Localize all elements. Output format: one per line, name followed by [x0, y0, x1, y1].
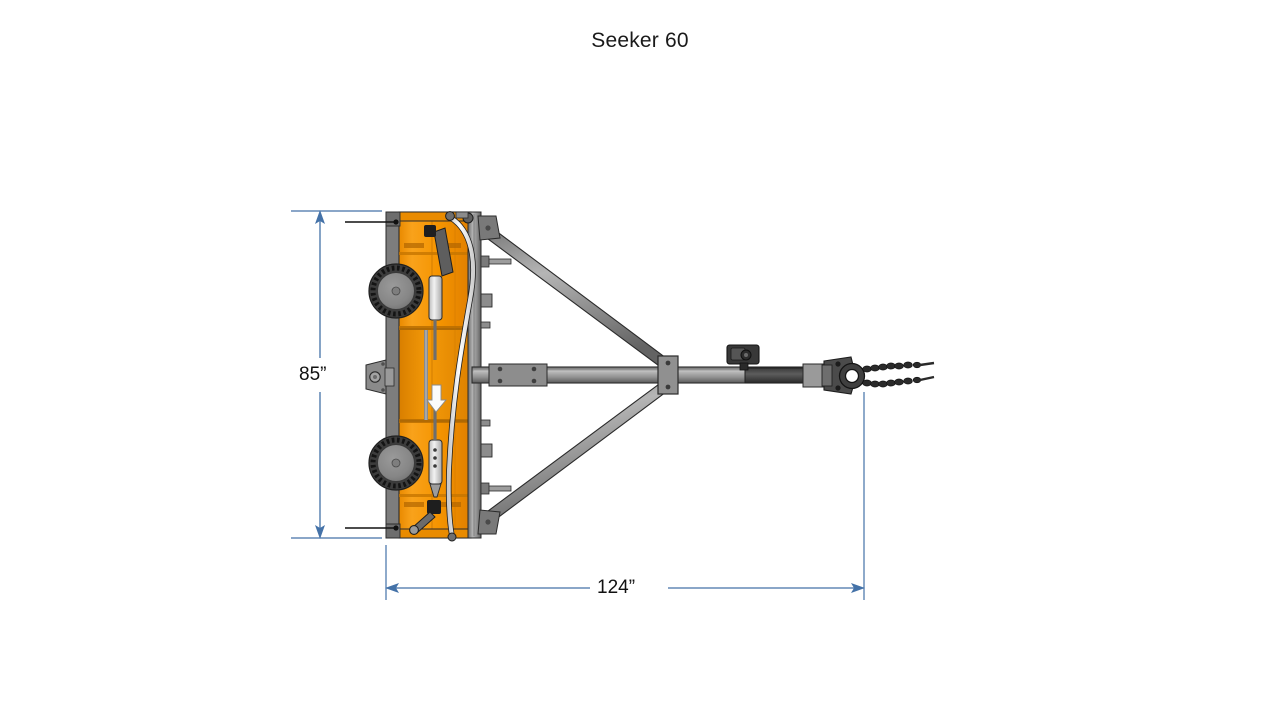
- chain-link: [886, 379, 896, 387]
- tongue-telescoping-section: [744, 367, 808, 384]
- tongue-gusset-plate: [657, 355, 679, 395]
- disc-tooth-ring: [370, 437, 422, 489]
- brace-pivot-bolt: [485, 519, 491, 525]
- hitch-ring-bore: [844, 368, 860, 384]
- hose-fitting-bottom: [447, 532, 457, 542]
- beam-splice-collar: [488, 363, 548, 387]
- hose-main: [446, 216, 476, 538]
- chain-tail: [919, 361, 935, 367]
- chain-link: [862, 365, 872, 373]
- chain-link: [878, 380, 888, 388]
- housing-decal: [404, 502, 424, 507]
- drive-gearbox: [726, 344, 760, 371]
- hitch-bolt: [835, 385, 841, 391]
- hdim-arrow-left: [385, 583, 399, 593]
- vdim-arrow-bottom: [315, 525, 325, 539]
- tongue-beam-group: [471, 355, 826, 395]
- chain-link: [870, 364, 880, 372]
- hitch-assembly: [821, 356, 866, 395]
- mount-pin-head: [480, 255, 490, 268]
- chain-link: [894, 362, 904, 370]
- chain-link: [903, 377, 913, 385]
- chain-link: [862, 379, 872, 387]
- upper-diagonal-brace: [483, 220, 671, 376]
- safety-chain-upper: [862, 361, 935, 373]
- left-pivot-bracket: [365, 359, 395, 395]
- gearbox-mount-foot: [739, 362, 749, 371]
- chain-link: [903, 361, 913, 369]
- vdim-arrow-top: [315, 210, 325, 224]
- mount-pin-head: [480, 482, 490, 495]
- collar-bolt: [531, 378, 537, 384]
- right-rail-hardware: [480, 255, 512, 495]
- leader-dot-top: [393, 219, 399, 225]
- hydraulic-hoses: [445, 211, 476, 542]
- disc-center-bore: [391, 458, 401, 468]
- gusset-bolt: [665, 360, 671, 366]
- hydraulic-cylinder-upper: [424, 225, 454, 360]
- hitch-bolt: [835, 361, 841, 367]
- gearbox-shaft: [744, 353, 748, 357]
- mount-boss: [480, 443, 493, 458]
- direction-arrow-marker: [426, 384, 447, 413]
- housing-rib: [399, 252, 471, 255]
- hitch-collar: [821, 364, 833, 387]
- collar-bolt: [531, 366, 537, 372]
- cylinder-port: [433, 448, 437, 452]
- mount-boss: [480, 419, 491, 427]
- chain-link: [912, 361, 922, 369]
- cylinder-upper-barrel: [428, 275, 443, 321]
- chain-link: [878, 363, 888, 371]
- housing-decal: [404, 243, 424, 248]
- chain-link: [870, 380, 880, 388]
- chain-link: [894, 378, 904, 386]
- chain-tail: [919, 375, 935, 382]
- brace-pivot-bolt: [485, 225, 491, 231]
- safety-chain-lower: [862, 375, 935, 388]
- housing-corner-gusset: [385, 523, 401, 539]
- horizontal-dimension-label: 124”: [597, 577, 636, 598]
- horizontal-dimension: [385, 392, 865, 600]
- housing-corner-gusset: [385, 211, 401, 227]
- disc-center-bore: [391, 286, 401, 296]
- pivot-pin: [373, 375, 377, 379]
- bracket-bolt: [381, 362, 385, 366]
- mount-boss: [480, 321, 491, 329]
- cylinder-upper-arm: [433, 227, 454, 277]
- linkage-pivot-block: [427, 500, 441, 514]
- leader-lines: [345, 219, 399, 531]
- mount-boss: [480, 293, 493, 308]
- pivot-mount-boss: [384, 367, 395, 387]
- cylinder-port: [433, 464, 437, 468]
- cylinder-lower-barrel: [428, 439, 443, 485]
- brush-disc-upper: [368, 263, 424, 319]
- cylinder-upper-clevis: [424, 225, 436, 237]
- page-title: Seeker 60: [591, 29, 689, 52]
- linkage-end-pivot: [409, 525, 419, 535]
- collar-bolt: [497, 378, 503, 384]
- hdim-arrow-right: [851, 583, 865, 593]
- leader-dot-bottom: [393, 525, 399, 531]
- collar-bolt: [497, 366, 503, 372]
- lower-diagonal-brace: [483, 374, 671, 530]
- disc-tooth-ring: [370, 265, 422, 317]
- housing-decal: [441, 243, 461, 248]
- hose-fitting-top: [445, 211, 455, 221]
- top-hose-bracket: [455, 211, 474, 224]
- cylinder-lower-foot: [429, 483, 442, 498]
- hose-guide-plate: [455, 211, 469, 219]
- gusset-bolt: [665, 384, 671, 390]
- vertical-dimension: [291, 210, 382, 539]
- bracket-bolt: [381, 388, 385, 392]
- lower-linkage-arm: [409, 500, 441, 535]
- cylinder-port: [433, 456, 437, 460]
- vertical-dimension-label: 85”: [299, 364, 327, 385]
- chain-link: [912, 376, 922, 384]
- chain-link: [886, 362, 896, 370]
- brush-disc-lower: [368, 435, 424, 491]
